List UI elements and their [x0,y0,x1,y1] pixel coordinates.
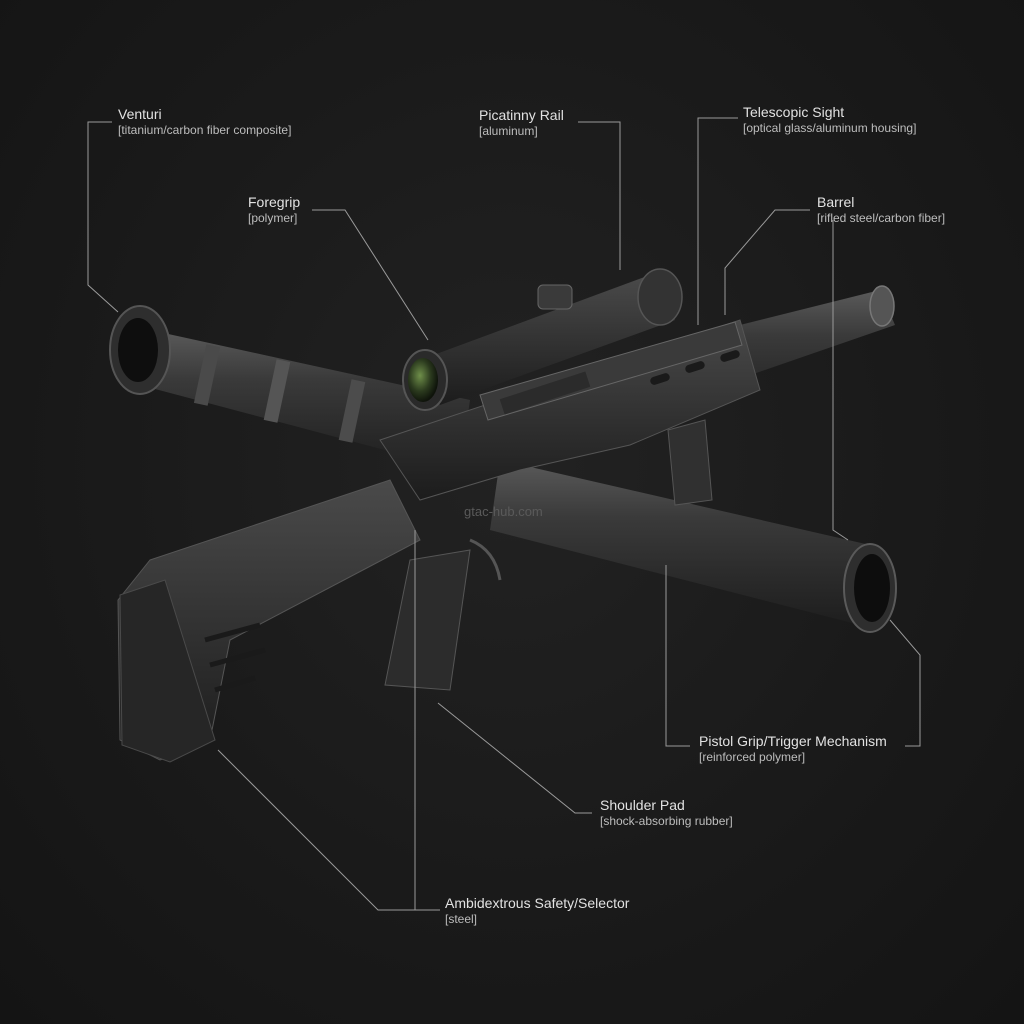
callout-telescopic-sight: Telescopic Sight [optical glass/aluminum… [743,104,916,136]
callout-material: [shock-absorbing rubber] [600,814,733,829]
scope-turret [537,284,573,310]
callout-name: Pistol Grip/Trigger Mechanism [699,733,887,749]
callout-name: Barrel [817,194,855,210]
callout-material: [reinforced polymer] [699,750,806,765]
callout-material: [titanium/carbon fiber composite] [118,123,292,138]
stock [117,479,421,763]
shoulder-pad [119,579,216,763]
callout-shoulder-pad: Shoulder Pad [shock-absorbing rubber] [600,797,733,829]
callout-picatinny-rail: Picatinny Rail [aluminum] [479,107,564,139]
venturi-opening [118,318,158,382]
callout-material: [steel] [445,912,478,927]
foregrip [667,419,713,506]
callout-foregrip: Foregrip [polymer] [248,194,300,226]
callout-material: [optical glass/aluminum housing] [743,121,917,136]
callout-name: Venturi [118,106,162,122]
watermark: gtac-hub.com [464,504,543,519]
barrel-muzzle [869,285,895,327]
callout-safety-selector: Ambidextrous Safety/Selector [steel] [445,895,629,927]
trigger-guard [469,538,502,581]
launch-tube [490,460,897,633]
callout-name: Ambidextrous Safety/Selector [445,895,630,911]
callout-venturi: Venturi [titanium/carbon fiber composite… [118,106,291,138]
callout-barrel: Barrel [rifled steel/carbon fiber] [817,194,945,226]
leader-lines [87,117,921,911]
pistol-grip [384,538,502,691]
callout-material: [rifled steel/carbon fiber] [817,211,946,226]
callout-material: [polymer] [248,211,298,226]
callout-name: Telescopic Sight [743,104,845,120]
callout-material: [aluminum] [479,124,538,139]
callout-pistol-grip: Pistol Grip/Trigger Mechanism [reinforce… [699,733,887,765]
callout-name: Foregrip [248,194,301,210]
callout-name: Picatinny Rail [479,107,564,123]
scope-lens [408,358,438,402]
venturi-tube [109,305,470,470]
callout-name: Shoulder Pad [600,797,685,813]
telescopic-sight [402,268,683,415]
